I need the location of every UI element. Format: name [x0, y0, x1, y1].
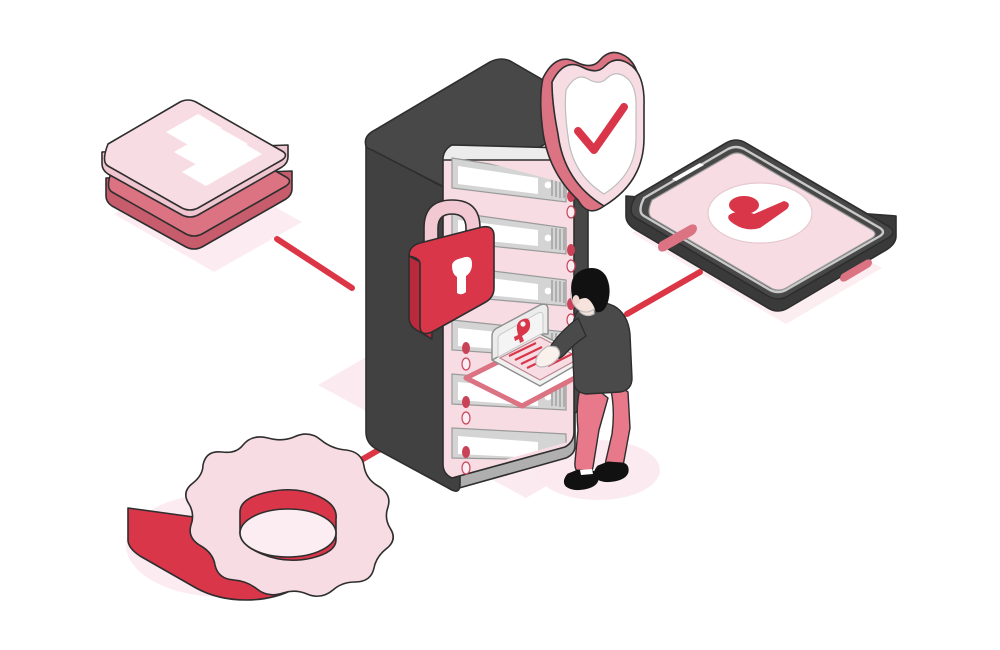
documents-lines — [166, 114, 262, 186]
slot-vents — [551, 228, 565, 250]
led-on — [462, 342, 470, 354]
slot-indicator — [544, 287, 552, 295]
led-on — [567, 244, 575, 256]
person-icon[interactable] — [535, 268, 633, 491]
user-profile-icon — [707, 182, 813, 244]
person-hair — [571, 268, 610, 313]
phone-inner-rim — [639, 145, 885, 294]
shield-check-icon[interactable] — [539, 51, 645, 212]
person-ear — [572, 295, 580, 305]
slot-indicator — [544, 234, 552, 242]
padlock-body — [408, 225, 495, 335]
person-hand — [535, 345, 561, 368]
gear-icon[interactable] — [127, 433, 394, 601]
slot-vents — [551, 280, 565, 303]
led-on — [462, 446, 470, 458]
user-icon-body — [728, 201, 789, 230]
gear-hole-opening — [239, 508, 337, 558]
led-on — [462, 396, 470, 408]
key-icon — [514, 318, 531, 343]
smartphone-icon[interactable] — [625, 139, 897, 312]
document-line-1 — [166, 114, 222, 146]
led-off — [461, 461, 471, 475]
document-line-3 — [182, 140, 262, 186]
server-slot[interactable] — [451, 157, 567, 203]
person-sock — [580, 469, 593, 475]
person-jacket — [571, 300, 633, 395]
connector-phone-to-server — [624, 269, 703, 317]
padlock-keyhole — [452, 256, 472, 295]
document-line-2 — [174, 127, 248, 169]
documents-stack-icon[interactable] — [101, 99, 293, 250]
user-icon-head — [729, 196, 759, 214]
slot-indicator — [544, 181, 552, 189]
slot-panel — [458, 436, 538, 458]
connector-documents-to-server — [274, 236, 355, 291]
phone-power-button[interactable] — [840, 259, 872, 282]
check-icon — [574, 103, 628, 154]
phone-speaker-slit — [672, 163, 704, 181]
person-right-shoe — [593, 461, 629, 483]
padlock-icon[interactable] — [408, 199, 495, 340]
slot-panel — [458, 166, 538, 194]
phone-volume-button[interactable] — [658, 224, 697, 252]
led-off — [566, 205, 576, 219]
led-off — [461, 411, 471, 425]
led-off — [461, 357, 471, 371]
led-off — [566, 259, 576, 273]
